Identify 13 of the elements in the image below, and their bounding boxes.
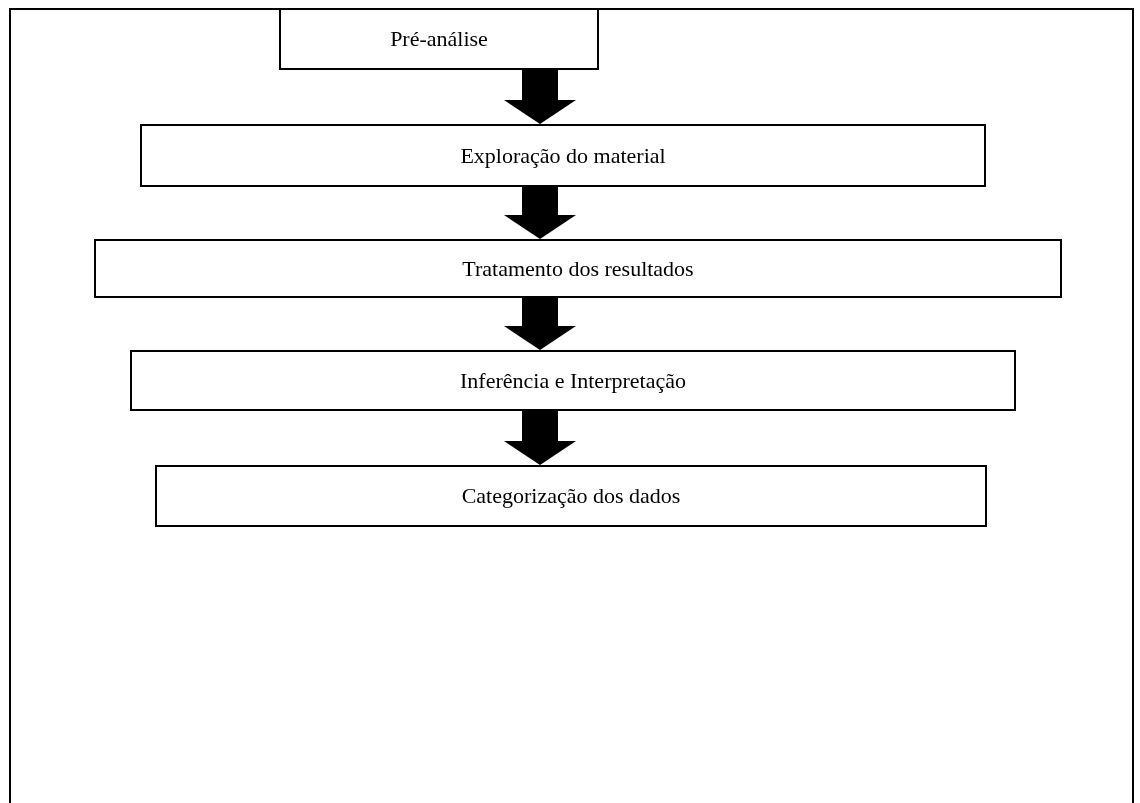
block-arrow [504, 70, 576, 124]
step-label: Tratamento dos resultados [462, 255, 694, 282]
process-box [155, 465, 987, 527]
process-box [130, 350, 1016, 411]
block-arrow [504, 298, 576, 350]
process-box [279, 8, 599, 70]
step-label: Pré-análise [390, 26, 488, 52]
step-label: Inferência e Interpretação [460, 367, 686, 394]
step-label: Exploração do material [460, 142, 666, 169]
process-box [94, 239, 1062, 298]
block-arrow [504, 187, 576, 239]
process-box [140, 124, 986, 187]
step-label: Categorização dos dados [461, 483, 681, 509]
